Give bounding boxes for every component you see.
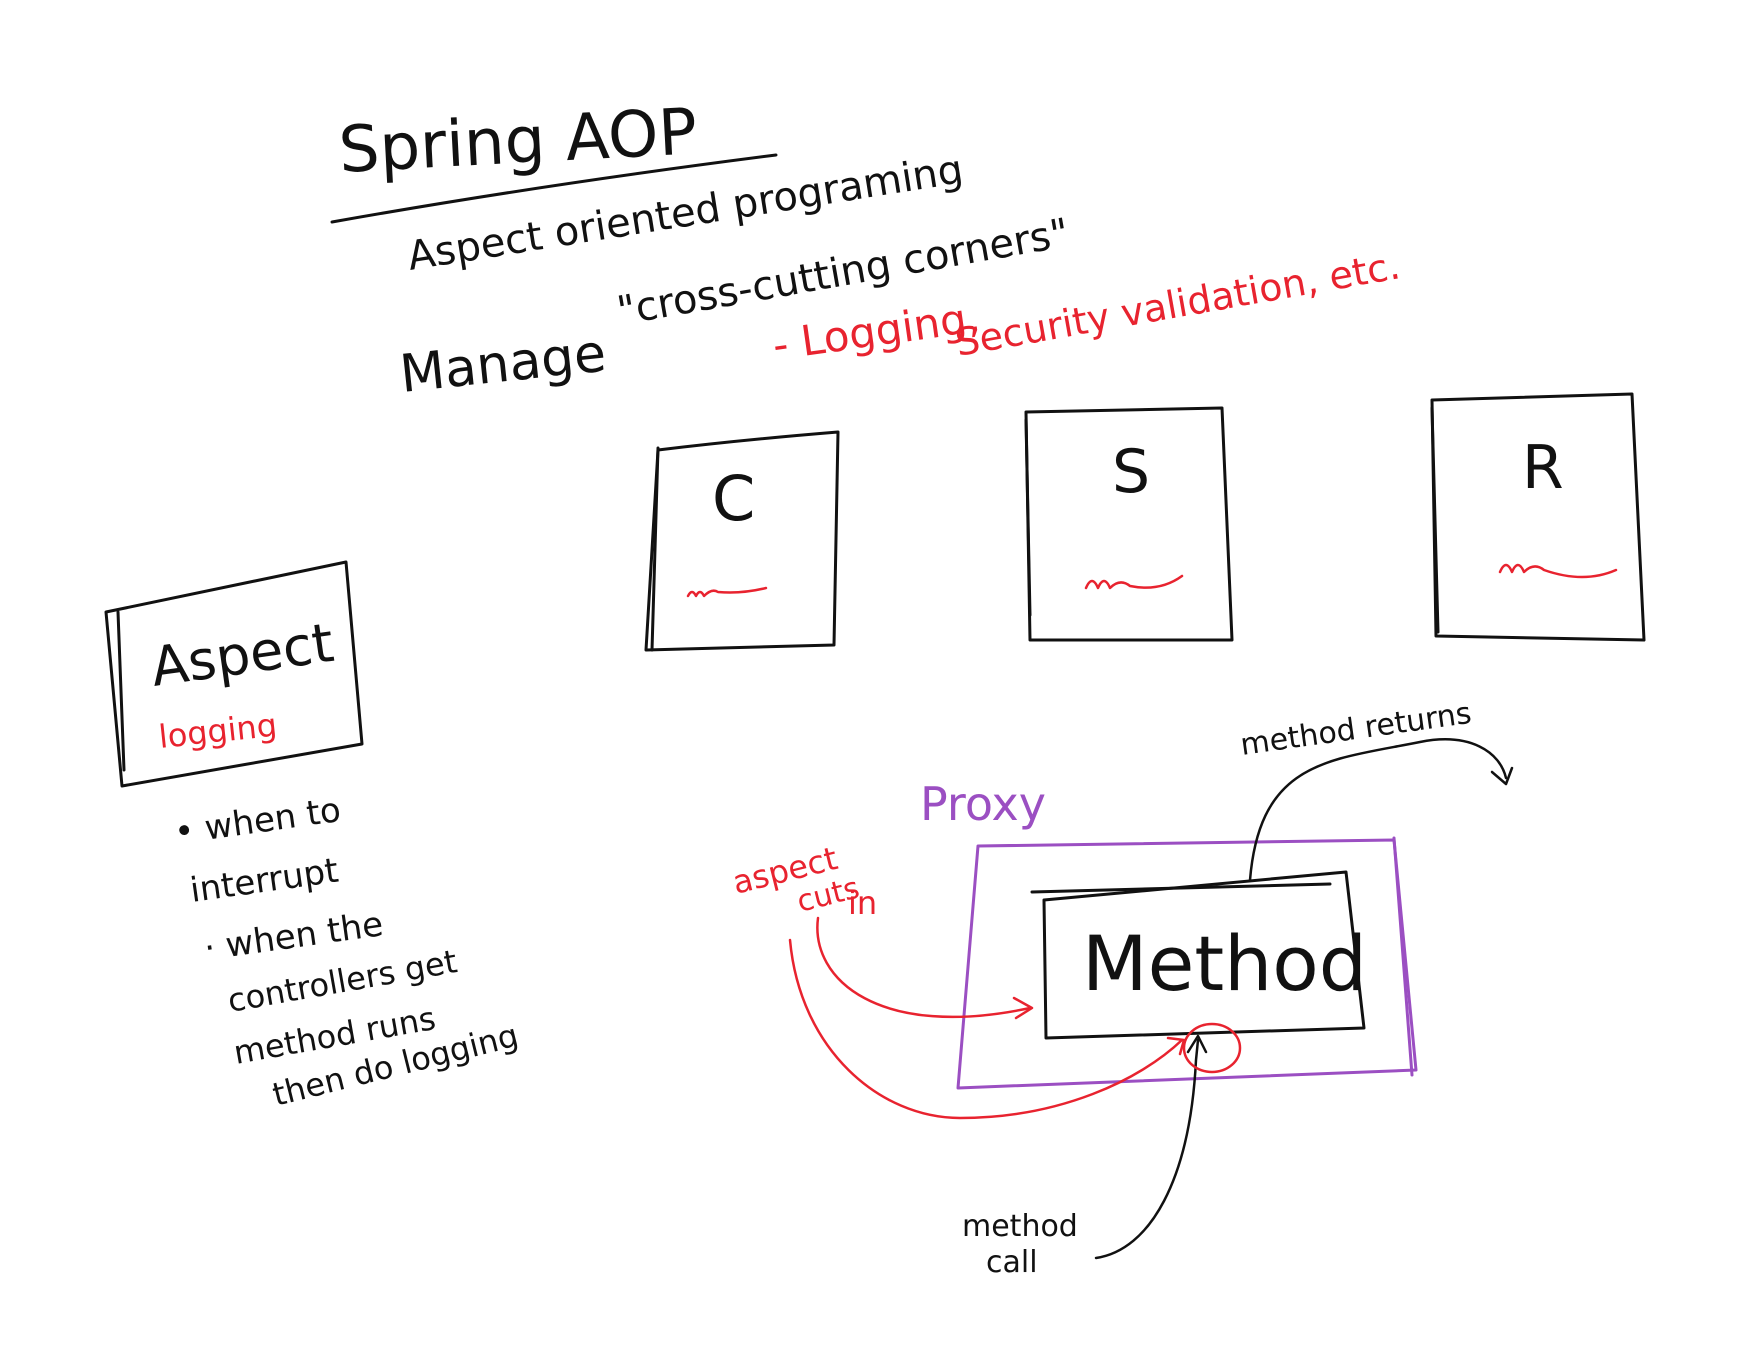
proxy-label: Proxy — [920, 777, 1046, 831]
examples-line-1: - Logging, — [770, 292, 983, 370]
method-call-arrow — [1094, 1038, 1200, 1260]
code-squiggle-s — [1084, 574, 1184, 590]
method-returns-label: method returns — [1238, 696, 1473, 763]
method-box: Method — [1030, 870, 1367, 1040]
layer-label-c: C — [712, 462, 755, 535]
arrowhead-icon — [1012, 996, 1034, 1020]
layer-box-repository: R — [1430, 392, 1646, 642]
note-line: interrupt — [188, 851, 341, 911]
code-squiggle-r — [1498, 563, 1618, 579]
layer-label-r: R — [1522, 433, 1564, 503]
aspect-notes: • when to interrupt · when the controlle… — [172, 790, 522, 1114]
method-returns-arrow — [1248, 738, 1508, 882]
code-squiggle-c — [686, 586, 768, 598]
arrowhead-icon — [1166, 1036, 1186, 1056]
interception-circle — [1182, 1022, 1242, 1074]
method-label: Method — [1082, 919, 1367, 1008]
arrowhead-icon — [1186, 1034, 1208, 1054]
aspect-cuts-in-label-3: in — [848, 884, 877, 922]
manage-label: Manage — [397, 324, 609, 405]
note-line: • when to — [172, 790, 344, 853]
aspect-box: Aspect logging — [104, 560, 364, 788]
method-call-label-1: method — [962, 1209, 1078, 1244]
title-underline — [330, 153, 778, 224]
aspect-label: Aspect — [147, 611, 337, 699]
arrowhead-icon — [1490, 766, 1514, 786]
aspect-cut-arrow-outer — [788, 938, 1184, 1120]
layer-box-controller: C — [644, 430, 840, 652]
layer-label-s: S — [1112, 437, 1150, 507]
page-title: Spring AOP — [337, 95, 699, 188]
method-call-label-2: call — [986, 1245, 1038, 1280]
aspect-cut-arrow-inner — [816, 916, 1032, 1018]
layer-box-service: S — [1024, 406, 1234, 642]
aspect-sublabel: logging — [157, 706, 279, 756]
